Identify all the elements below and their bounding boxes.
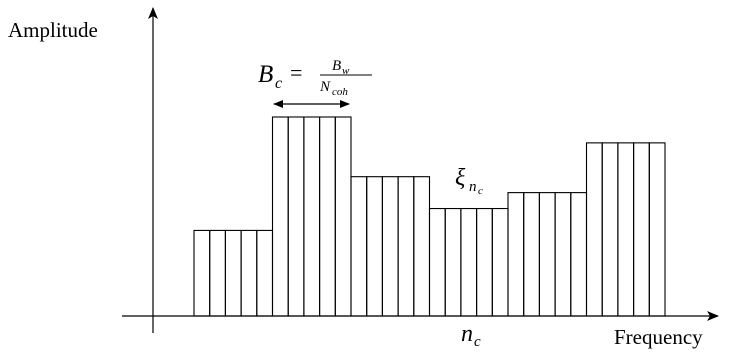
- bandwidth-subscript: c: [275, 75, 282, 92]
- equals-sign: =: [290, 60, 302, 85]
- subcarrier-bar: [381, 176, 399, 317]
- subcarrier-bar: [444, 207, 462, 317]
- subcarrier-bar: [350, 176, 368, 317]
- subcarrier-bar: [617, 142, 635, 317]
- x-axis-label: Frequency: [614, 325, 703, 349]
- subcarrier-bar: [319, 116, 336, 317]
- xi-subscript-symbol: n: [469, 179, 477, 195]
- subcarrier-bar: [648, 142, 666, 317]
- nc-symbol: n: [461, 321, 473, 347]
- subcarrier-bar: [303, 116, 321, 317]
- subcarrier-bar: [240, 229, 258, 317]
- subcarrier-bar: [633, 142, 650, 317]
- subcarrier-block: [428, 207, 509, 317]
- nc-subscript: c: [474, 334, 481, 350]
- subcarrier-bar: [491, 207, 509, 317]
- subcarrier-block: [193, 229, 274, 317]
- subcarrier-bar: [585, 142, 603, 317]
- subcarrier-bar: [209, 229, 226, 317]
- xi-label: ξ n c: [455, 165, 483, 197]
- nc-label: n c: [461, 321, 481, 350]
- numerator-subscript: w: [342, 65, 350, 77]
- subcarrier-block: [350, 176, 431, 317]
- subcarrier-bar: [428, 207, 446, 317]
- subcarrier-bar: [366, 176, 383, 317]
- y-axis-label: Amplitude: [8, 18, 98, 42]
- subcarrier-bar: [193, 229, 211, 317]
- numerator-symbol: B: [332, 58, 341, 74]
- bandwidth-symbol: B: [258, 61, 273, 88]
- subcarrier-bar: [397, 176, 415, 317]
- subcarrier-blocks: [193, 116, 666, 317]
- subcarrier-bar: [476, 207, 493, 317]
- subcarrier-bar: [224, 229, 242, 317]
- subcarrier-bar: [460, 207, 478, 317]
- subcarrier-bar: [570, 192, 588, 317]
- denominator-symbol: N: [319, 79, 331, 95]
- bandwidth-formula: B c = B w N coh: [258, 58, 372, 98]
- xi-symbol: ξ: [455, 165, 466, 191]
- subcarrier-bar: [507, 192, 525, 317]
- subcarrier-bar: [554, 192, 572, 317]
- xi-subscript-subscript: c: [478, 185, 483, 197]
- subcarrier-block: [585, 142, 666, 317]
- subcarrier-block: [507, 192, 588, 317]
- subcarrier-bar: [271, 116, 289, 317]
- denominator-subscript: coh: [332, 86, 348, 98]
- subcarrier-bar: [256, 229, 274, 317]
- subcarrier-bar: [287, 116, 305, 317]
- subcarrier-bar: [413, 176, 431, 317]
- subcarrier-bar: [601, 142, 619, 317]
- subcarrier-bar: [523, 192, 540, 317]
- subcarrier-block: [271, 116, 352, 317]
- subcarrier-bar: [538, 192, 556, 317]
- subcarrier-bar: [334, 116, 352, 317]
